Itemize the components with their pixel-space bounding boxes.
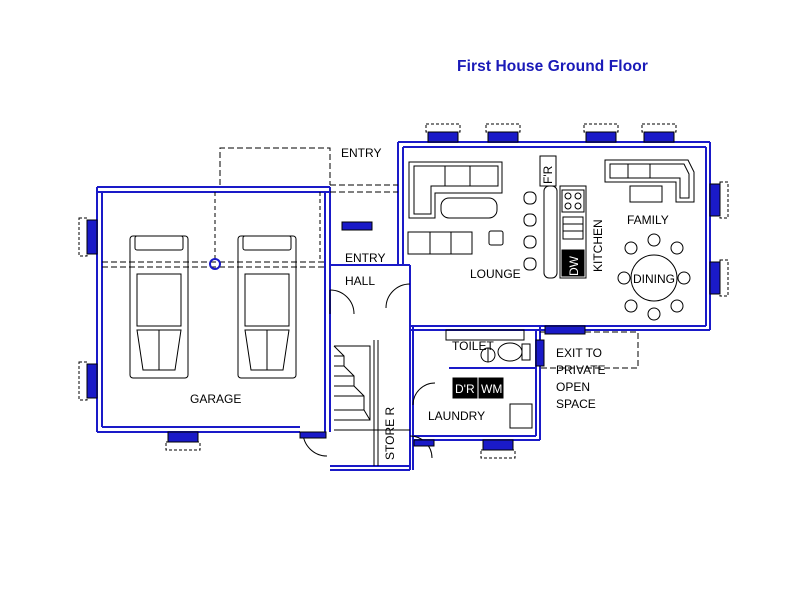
label-toilet: TOILET (452, 339, 494, 353)
label-laundry: LAUNDRY (428, 409, 485, 423)
walls (96, 141, 711, 471)
details (102, 147, 639, 466)
window (413, 439, 435, 447)
window (427, 131, 459, 143)
kitchen-fittings (539, 155, 587, 279)
label-entry-top: ENTRY (341, 146, 381, 160)
fridge (539, 155, 557, 187)
label-lounge: LOUNGE (470, 267, 521, 281)
stool-1 (523, 191, 537, 205)
stool-4 (523, 257, 537, 271)
stool-2 (523, 213, 537, 227)
exit-door (544, 325, 586, 335)
label-exit-4: SPACE (556, 397, 596, 411)
kitchen-bench-left (543, 185, 558, 279)
washer (478, 377, 504, 399)
label-exit-3: OPEN (556, 380, 590, 394)
window (86, 363, 98, 399)
car-right (237, 235, 297, 379)
windows (78, 123, 729, 459)
stair (334, 345, 371, 421)
label-washer: WM (481, 382, 502, 396)
car-left (129, 235, 189, 379)
laundry-door-swing (412, 382, 436, 406)
coffee-table (440, 197, 498, 219)
hall-door-right (385, 283, 411, 309)
label-dishwasher: DW (567, 255, 581, 276)
family-sofa (604, 159, 695, 203)
garage-pillar (209, 258, 221, 270)
laundry-tub (509, 403, 533, 429)
dishwasher (561, 249, 585, 277)
label-kitchen: KITCHEN (591, 219, 605, 272)
family-furniture (604, 159, 695, 321)
exit-path-dashed (540, 331, 639, 369)
label-dryer: D'R (455, 382, 475, 396)
label-exit-1: EXIT TO (556, 346, 602, 360)
label-entry-hall-1: ENTRY (345, 251, 385, 265)
exit-door-2 (535, 339, 545, 367)
window (487, 131, 519, 143)
stool-3 (523, 235, 537, 249)
label-entry-hall-2: HALL (345, 274, 375, 288)
label-fridge: F'R (541, 165, 555, 184)
dryer (452, 377, 478, 399)
dining-table (630, 254, 678, 302)
sofa-bottom (407, 231, 473, 255)
label-family: FAMILY (627, 213, 669, 227)
kitchen-bench (559, 185, 587, 279)
window (482, 439, 514, 451)
label-store: STORE R (383, 407, 397, 460)
window (299, 431, 327, 439)
entry-porch-dashed (219, 147, 331, 185)
appliance-labels: F'R DW D'R WM (455, 165, 581, 396)
sofa-l (408, 161, 503, 219)
window (167, 431, 199, 443)
wet-areas (445, 329, 533, 429)
entry-door (341, 221, 373, 231)
toilet-bowl (497, 342, 523, 362)
label-garage: GARAGE (190, 392, 241, 406)
window (709, 183, 721, 217)
plan-title: First House Ground Floor (457, 58, 648, 75)
family-table (629, 185, 663, 203)
lounge-furniture (407, 161, 558, 279)
label-dining: DINING (633, 272, 675, 286)
label-exit-2: PRIVATE (556, 363, 606, 377)
window (86, 219, 98, 255)
room-labels: ENTRY ENTRY HALL LOUNGE KITCHEN FAMILY D… (190, 146, 675, 460)
window (709, 261, 721, 295)
window (585, 131, 617, 143)
hall-door-left (329, 289, 355, 315)
window (643, 131, 675, 143)
ottoman (488, 230, 504, 246)
